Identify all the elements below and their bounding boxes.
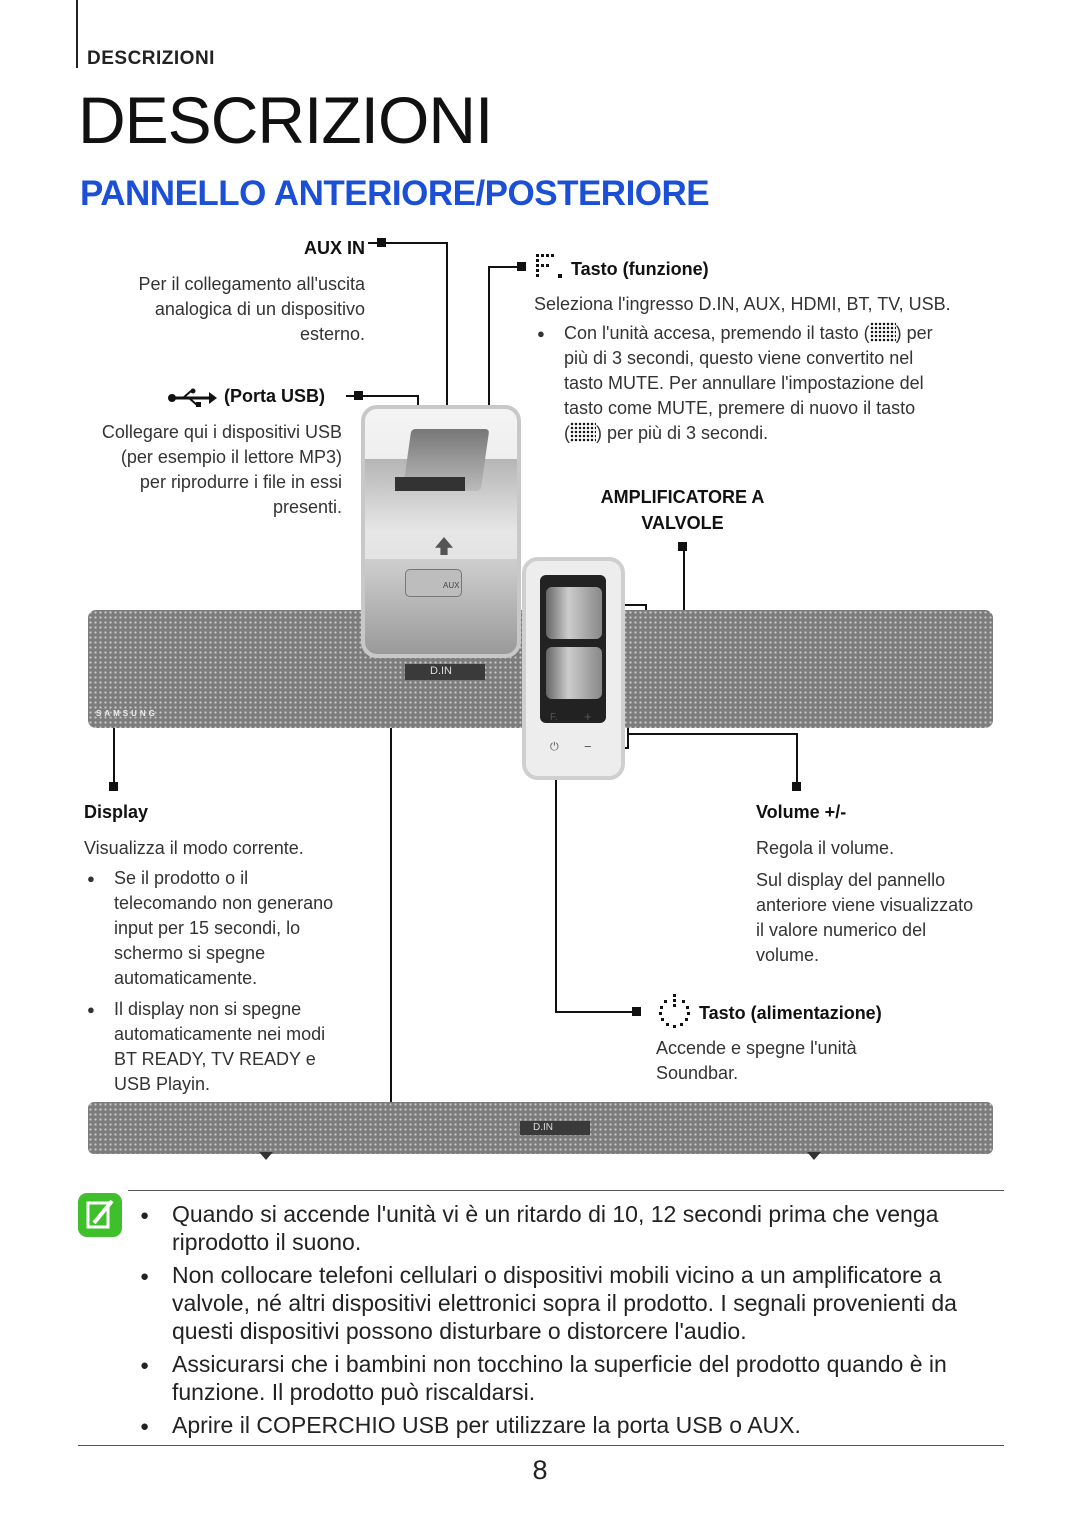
func-marker (517, 262, 526, 271)
display-label: Display (84, 802, 149, 822)
tube-amp-inset: F. + ⏻ − (522, 557, 625, 780)
notes-bottom-rule (78, 1445, 1004, 1446)
func-description: Seleziona l'ingresso D.IN, AUX, HDMI, BT… (534, 294, 951, 314)
power-marker (632, 1007, 641, 1016)
section-rule (76, 0, 78, 68)
aux-leader (446, 242, 448, 482)
volume-marker (792, 782, 801, 791)
power-leader (555, 1011, 633, 1013)
foot (259, 1152, 273, 1160)
func-label: Tasto (funzione) (571, 259, 709, 279)
aux-cover (405, 569, 462, 597)
notes-top-rule (128, 1190, 1004, 1191)
notes-list: Quando si accende l'unità vi è un ritard… (140, 1200, 960, 1444)
note-item: Aprire il COPERCHIO USB per utilizzare l… (140, 1411, 960, 1441)
page-number: 8 (532, 1455, 548, 1485)
brand-logo: SAMSUNG (96, 709, 158, 718)
usb-aux-inset: AUX (361, 405, 521, 658)
volume-up-button[interactable]: + (584, 709, 592, 724)
volume-label: Volume +/- (756, 802, 847, 822)
volume-leader (796, 733, 798, 783)
usb-description: Collegare qui i dispositivi USB (per ese… (101, 422, 342, 517)
aux-description: Per il collegamento all'uscita analogica… (138, 274, 365, 344)
display-leader (390, 680, 392, 1128)
front-display-text: D.IN (430, 665, 452, 677)
aux-tag: AUX (443, 581, 460, 590)
volume-leader (627, 733, 797, 735)
volume-description-2: Sul display del pannello anteriore viene… (756, 870, 974, 965)
note-item: Quando si accende l'unità vi è un ritard… (140, 1200, 960, 1256)
note-item: Assicurarsi che i bambini non tocchino l… (140, 1350, 960, 1406)
amp-marker (678, 542, 687, 551)
note-item: Non collocare telefoni cellulari o dispo… (140, 1261, 960, 1345)
power-icon (659, 994, 690, 1028)
usb-label: (Porta USB) (224, 386, 326, 406)
page-title: DESCRIZIONI (78, 83, 493, 157)
display-marker (109, 782, 118, 791)
vacuum-tube (546, 587, 602, 639)
func-button[interactable]: F. (550, 712, 558, 723)
foot (807, 1152, 821, 1160)
vacuum-tube (546, 647, 602, 699)
amp-leader (683, 548, 685, 634)
func-bullet: Con l'unità accesa, premendo il tasto ()… (534, 321, 1014, 446)
function-icon (869, 322, 896, 342)
power-button[interactable]: ⏻ (550, 741, 559, 753)
display-bullets: Se il prodotto o il telecomando non gene… (84, 866, 374, 1097)
volume-leader (627, 726, 629, 748)
pencil-icon (86, 1199, 114, 1229)
volume-down-button[interactable]: − (584, 739, 592, 754)
display-leader (113, 720, 115, 782)
amp-label: AMPLIFICATORE A VALVOLE (600, 487, 765, 533)
function-icon (536, 254, 562, 278)
function-icon (570, 422, 596, 442)
usb-port (395, 477, 465, 491)
usb-icon (168, 388, 217, 407)
front-display (405, 664, 485, 680)
func-leader (488, 266, 518, 268)
power-description: Accende e spegne l'unità Soundbar. (656, 1038, 857, 1083)
display-description: Visualizza il modo corrente. (84, 838, 304, 858)
arrow-up-icon (435, 537, 453, 555)
power-label: Tasto (alimentazione) (699, 1003, 882, 1023)
section-tag: DESCRIZIONI (87, 48, 215, 69)
aux-in-label: AUX IN (303, 238, 365, 258)
aux-leader (368, 242, 447, 244)
power-leader (555, 750, 557, 1012)
section-subtitle: PANNELLO ANTERIORE/POSTERIORE (80, 174, 710, 213)
note-icon (78, 1193, 122, 1237)
top-display-text: D.IN (533, 1122, 553, 1133)
volume-description: Regola il volume. (756, 838, 895, 858)
top-display (520, 1121, 590, 1135)
usb-leader (346, 395, 418, 397)
